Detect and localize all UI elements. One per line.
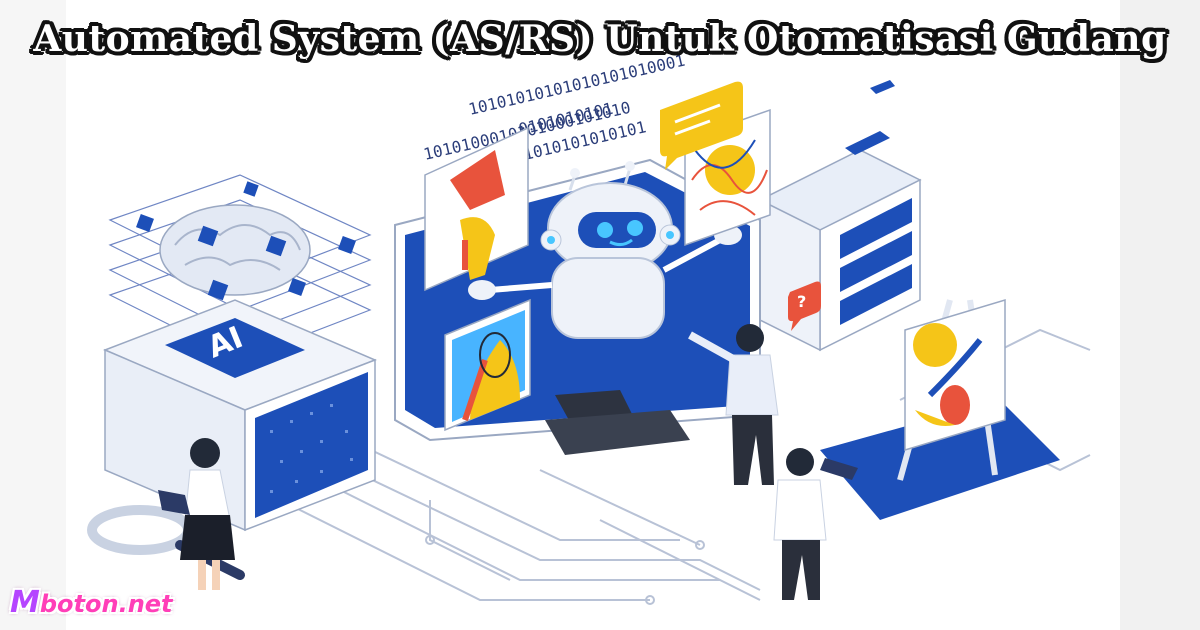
watermark-text: boton.net [39, 590, 173, 618]
ai-cube [103, 299, 377, 532]
alert-card [424, 126, 529, 292]
network-nodes [136, 181, 356, 301]
person-woman-tablet [158, 438, 235, 590]
server-rack [758, 80, 922, 352]
left-margin [0, 0, 66, 630]
watermark-prefix: M [10, 585, 40, 620]
binary-stream: 1010100010101000101010 10101010101010101… [422, 51, 687, 164]
question-mark: ? [797, 292, 806, 311]
right-margin [1120, 0, 1200, 630]
brain [159, 204, 311, 296]
easel-platform [820, 298, 1060, 520]
person-man-tablet [773, 448, 858, 600]
robot [468, 161, 742, 339]
page-title: Automated System (AS/RS) Untuk Otomatisa… [33, 18, 1167, 60]
chat-bubble [660, 81, 743, 170]
site-watermark: Mboton.net [10, 585, 173, 620]
portrait-card [444, 298, 531, 432]
question-bubble: ? [788, 281, 821, 331]
circuit-lines [259, 328, 1091, 605]
person-man-pointing [688, 324, 779, 485]
